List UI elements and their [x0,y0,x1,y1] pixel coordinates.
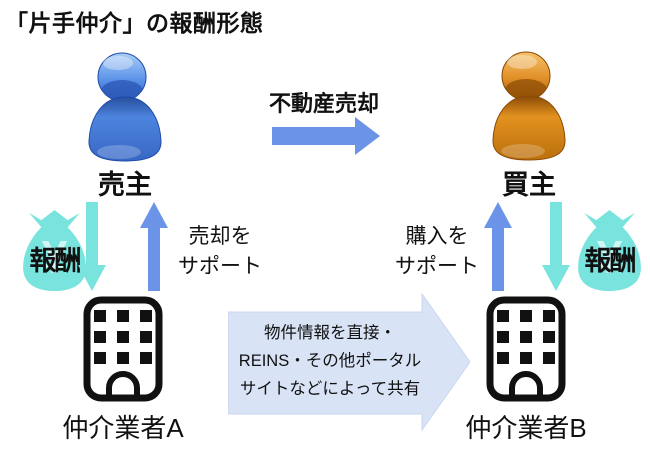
seller-label: 売主 [98,170,152,200]
page-title: 「片手仲介」の報酬形態 [5,10,264,36]
seller-support-line1: 売却を [188,225,252,248]
seller-support-text: 売却を サポート [160,222,280,282]
reward-bag-left-icon [21,209,88,292]
broker-a-label: 仲介業者A [62,413,184,443]
buyer-support-text: 購入を サポート [377,222,497,282]
seller-support-line2: サポート [178,255,262,278]
broker-b-building-icon [486,296,566,402]
share-arrow-line1: 物件情報を直接・ [264,324,396,342]
share-arrow-line3: サイトなどによって共有 [239,380,421,398]
share-arrow-text: 物件情報を直接・ REINS・その他ポータル サイトなどによって共有 [230,319,430,403]
reward-left-label: 報酬 [29,246,82,276]
buyer-support-line2: サポート [395,255,479,278]
buyer-person-icon [489,50,569,162]
reward-down-arrow-right-icon [541,202,571,291]
share-arrow-line2: REINS・その他ポータル [238,352,422,370]
buyer-label: 買主 [502,170,556,200]
reward-right-currency-glyph: ¥ [596,231,623,283]
reward-right-label: 報酬 [584,246,637,276]
broker-a-building-icon [83,296,163,402]
support-up-arrow-left-icon [139,202,169,291]
seller-person-icon [85,51,165,163]
transaction-label: 不動産売却 [268,91,379,116]
reward-down-arrow-left-icon [77,202,107,291]
reward-left-currency-glyph: ¥ [41,231,68,283]
buyer-support-line1: 購入を [405,225,469,248]
share-right-arrow-icon [228,290,470,434]
transaction-right-arrow-icon [272,117,380,155]
broker-b-label: 仲介業者B [465,413,587,443]
reward-bag-right-icon [576,209,643,292]
support-up-arrow-right-icon [483,202,513,291]
